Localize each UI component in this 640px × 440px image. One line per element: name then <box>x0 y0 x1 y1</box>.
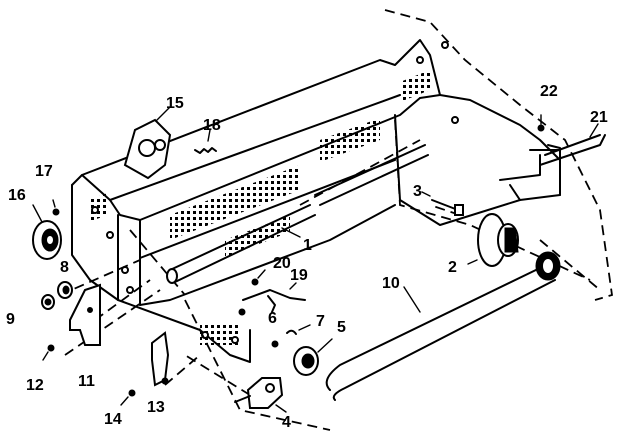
part-label-7: 7 <box>316 313 325 330</box>
part-label-22: 22 <box>540 83 558 100</box>
part-label-4: 4 <box>282 414 291 431</box>
shaft-part-1 <box>166 144 429 284</box>
part-label-14: 14 <box>104 411 122 428</box>
tensioner-part-4 <box>234 377 287 413</box>
part-label-17: 17 <box>35 163 53 180</box>
crank-part-21 <box>537 114 606 166</box>
part-label-5: 5 <box>337 319 346 336</box>
part-label-11: 11 <box>78 373 95 390</box>
gear-part-16 <box>32 199 62 260</box>
belt-part-10 <box>325 251 561 401</box>
nut-washer-parts-8-9 <box>41 281 73 310</box>
part-label-20: 20 <box>273 255 291 272</box>
part-label-10: 10 <box>382 275 400 292</box>
part-label-21: 21 <box>590 109 608 126</box>
lever-parts-19-20 <box>238 269 306 316</box>
belt-housing-outline <box>59 9 613 431</box>
screws-parts-12-14 <box>42 344 136 406</box>
part-label-12: 12 <box>26 377 44 394</box>
part-labels: 1 2 3 4 5 6 7 8 9 10 11 12 13 14 15 16 1… <box>6 83 608 431</box>
bracket-part-13 <box>151 331 170 387</box>
motor-mount-part-15 <box>123 106 217 180</box>
part-label-6: 6 <box>268 310 277 327</box>
screw-part-3 <box>421 191 464 216</box>
gear-pulley-part-2 <box>467 213 519 267</box>
part-label-9: 9 <box>6 311 15 328</box>
small-hardware-parts-6-7 <box>271 324 311 348</box>
chassis-frame <box>71 39 561 363</box>
part-label-13: 13 <box>147 399 165 416</box>
part-label-2: 2 <box>448 259 457 276</box>
pulley-part-5 <box>293 338 333 376</box>
part-label-3: 3 <box>413 183 422 200</box>
part-label-8: 8 <box>60 259 69 276</box>
bracket-part-11 <box>69 283 101 346</box>
part-label-19: 19 <box>290 267 308 284</box>
part-label-1: 1 <box>303 237 312 254</box>
part-label-15: 15 <box>166 95 184 112</box>
part-label-18: 18 <box>203 117 221 134</box>
part-label-16: 16 <box>8 187 26 204</box>
